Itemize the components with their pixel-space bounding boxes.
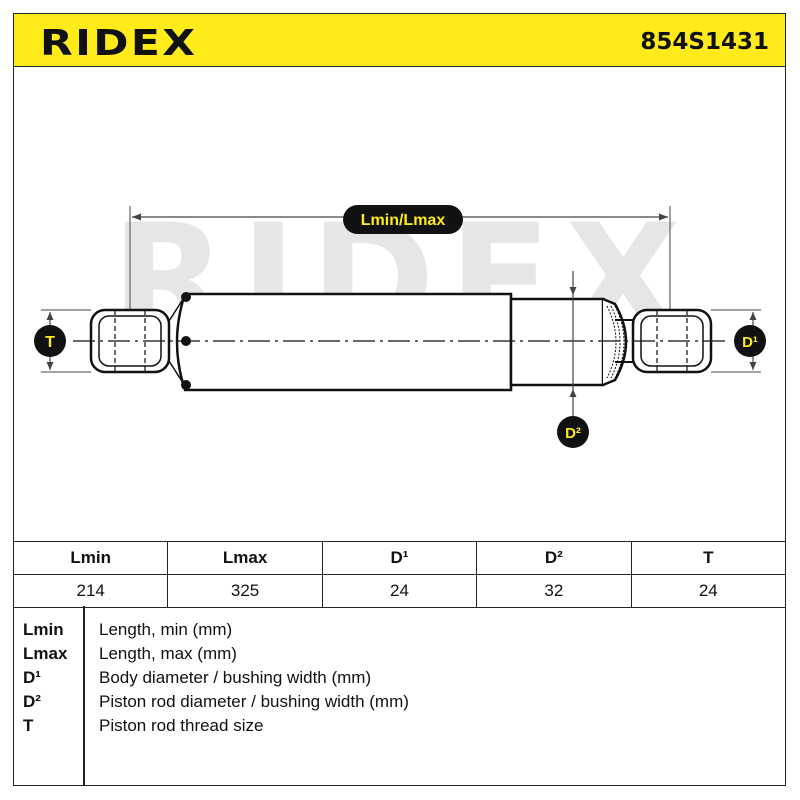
legend-desc: Body diameter / bushing width (mm): [99, 668, 372, 687]
shock-absorber-diagram: RIDEX Lmin/Lmax T: [34, 193, 766, 448]
length-label: Lmin/Lmax: [361, 212, 446, 229]
legend-abbr: D¹: [23, 668, 41, 687]
shock-sleeve: [509, 297, 635, 387]
d1-label: D¹: [742, 334, 758, 351]
d2-label: D²: [565, 425, 581, 442]
spec-value-row: 214 325 24 32 24: [12, 574, 787, 608]
legend-abbr: T: [23, 716, 34, 735]
spec-header-lmin: Lmin: [12, 541, 169, 575]
spec-header-d2: D²: [476, 541, 632, 575]
spec-header-row: Lmin Lmax D¹ D² T: [12, 541, 787, 575]
thread-label: T: [45, 334, 55, 351]
brand-logo: RIDEX: [40, 23, 198, 64]
legend-abbr: D²: [23, 692, 41, 711]
spec-value-lmax: 325: [167, 574, 323, 608]
part-number: 854S1431: [640, 29, 769, 55]
shock-body: [168, 292, 513, 392]
d1-dimension: D¹: [711, 309, 766, 373]
thread-dimension: T: [34, 309, 91, 373]
legend-desc: Length, max (mm): [99, 644, 237, 663]
legend-desc: Length, min (mm): [99, 620, 233, 639]
spec-header-d1: D¹: [321, 541, 478, 575]
legend-abbr: Lmax: [23, 644, 68, 663]
d2-dimension: D²: [557, 271, 589, 448]
legend-desc: Piston rod diameter / bushing width (mm): [99, 692, 409, 711]
length-label-badge: Lmin/Lmax: [343, 205, 463, 234]
legend-abbr: Lmin: [23, 620, 64, 639]
spec-header-t: T: [630, 541, 787, 575]
spec-table: Lmin Lmax D¹ D² T 214 325 24 32 24: [12, 541, 787, 608]
spec-value-d2: 32: [476, 574, 632, 608]
spec-header-lmax: Lmax: [167, 541, 323, 575]
legend-desc: Piston rod thread size: [99, 716, 264, 735]
spec-value-lmin: 214: [12, 574, 169, 608]
legend: Lmin Length, min (mm) Lmax Length, max (…: [13, 606, 786, 786]
spec-value-d1: 24: [321, 574, 478, 608]
spec-value-t: 24: [630, 574, 787, 608]
legend-divider: [83, 606, 85, 786]
header-bar: RIDEX 854S1431: [13, 13, 786, 67]
